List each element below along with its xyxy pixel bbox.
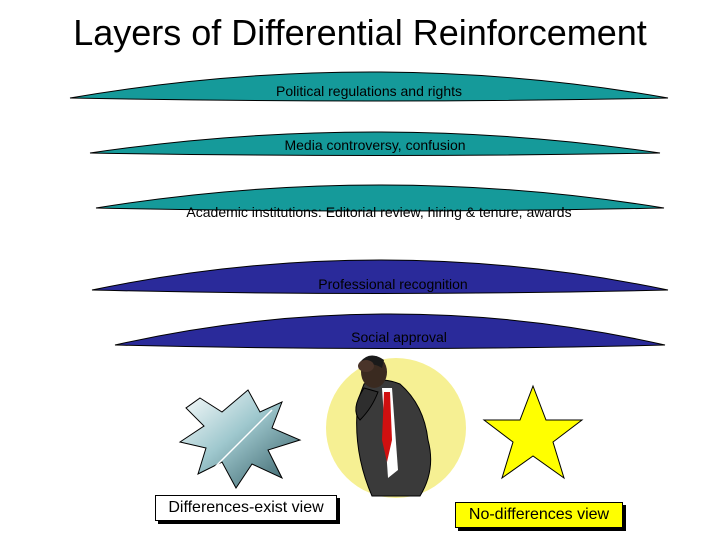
layer-label: Media controversy, confusion <box>284 137 465 153</box>
layer-shape <box>95 184 665 212</box>
burst-icon <box>178 389 302 489</box>
layer-media: Media controversy, confusion <box>89 131 661 156</box>
star-icon <box>482 384 584 480</box>
layer-social: Social approval <box>114 313 666 349</box>
layer-label: Political regulations and rights <box>276 83 462 99</box>
layer-shape <box>69 71 669 102</box>
no-differences-label: No-differences view <box>455 502 623 528</box>
layer-shape <box>91 259 669 294</box>
layer-shape <box>114 313 666 349</box>
layer-label: Social approval <box>351 329 447 345</box>
layer-political: Political regulations and rights <box>69 71 669 102</box>
thinking-person-icon <box>355 355 432 497</box>
layer-label: Professional recognition <box>318 276 467 292</box>
layer-label: Academic institutions: Editorial review,… <box>186 204 571 220</box>
layer-professional: Professional recognition <box>91 259 669 294</box>
layer-shape <box>89 131 661 156</box>
layer-academic: Academic institutions: Editorial review,… <box>95 184 665 220</box>
differences-exist-label: Differences-exist view <box>155 495 337 521</box>
slide-title: Layers of Differential Reinforcement <box>73 12 647 53</box>
